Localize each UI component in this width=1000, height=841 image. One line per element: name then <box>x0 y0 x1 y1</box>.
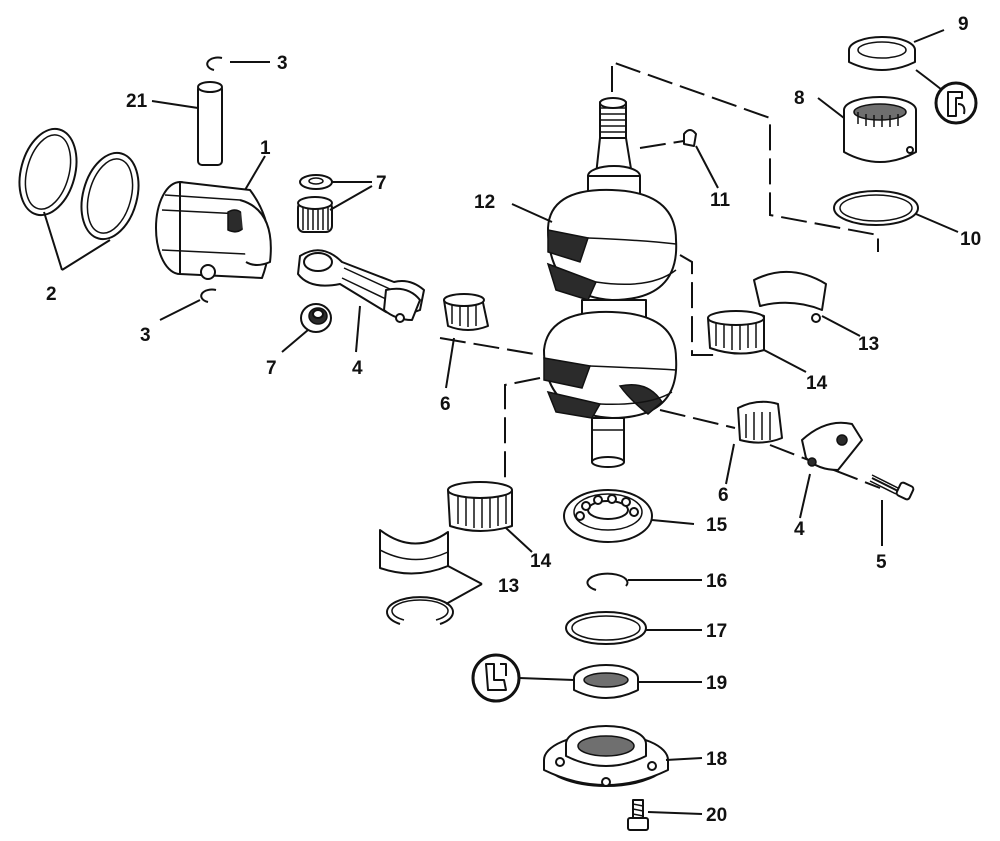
part-label: 12 <box>474 192 495 213</box>
part-label: 11 <box>710 190 731 211</box>
o-ring <box>833 190 919 226</box>
part-label: 20 <box>706 805 727 826</box>
part-label: 8 <box>794 88 805 109</box>
part-label: 10 <box>960 229 981 250</box>
connecting-rod <box>297 249 425 323</box>
piston-pin <box>197 81 223 166</box>
housing-screw <box>627 799 649 831</box>
part-label: 4 <box>352 358 363 379</box>
rod-cap-screw <box>869 474 915 501</box>
bearing-cage-left <box>443 293 489 331</box>
part-label: 6 <box>440 394 451 415</box>
bearing-cage-right <box>737 400 783 444</box>
bearing-half-upper <box>707 310 765 355</box>
part-label: 15 <box>706 515 728 536</box>
retaining-ring-bottom <box>200 288 217 303</box>
needle-bearing-small-end <box>297 196 333 233</box>
grease-gun-icon <box>934 81 978 125</box>
part-label: 5 <box>876 552 887 573</box>
roller-bearing <box>843 96 917 163</box>
o-ring-17 <box>565 611 647 645</box>
bearing-half-lower <box>447 481 513 532</box>
lower-bearing-housing <box>543 725 669 787</box>
part-label: 7 <box>376 173 387 194</box>
part-label: 3 <box>140 325 151 346</box>
sealant-tube-icon <box>471 653 521 703</box>
piston-rings <box>18 127 140 241</box>
piston <box>155 181 272 280</box>
retaining-ring-16 <box>586 572 629 591</box>
ball-bearing <box>563 489 653 543</box>
crankshaft <box>543 97 678 468</box>
thrust-washer-bottom <box>300 303 332 333</box>
snap-ring <box>386 596 454 625</box>
part-label: 18 <box>706 749 727 770</box>
connecting-rod-cap <box>801 421 863 471</box>
part-label: 13 <box>858 334 879 355</box>
part-label: 4 <box>794 519 805 540</box>
part-label: 13 <box>498 576 519 597</box>
part-label: 14 <box>806 373 828 394</box>
oil-seal <box>573 664 639 699</box>
seal-ring <box>848 36 916 71</box>
part-label: 3 <box>277 53 288 74</box>
leader-lines <box>43 29 959 815</box>
part-label: 14 <box>530 551 552 572</box>
part-label: 19 <box>706 673 727 694</box>
part-label: 21 <box>126 91 148 112</box>
part-labels: 3 21 1 2 3 7 7 4 6 8 9 10 11 12 13 14 6 … <box>46 14 981 826</box>
part-label: 2 <box>46 284 57 305</box>
thrust-washer-top <box>299 174 333 190</box>
retaining-ring-top <box>206 56 223 71</box>
part-label: 7 <box>266 358 277 379</box>
part-label: 6 <box>718 485 729 506</box>
bearing-retainer-upper <box>753 270 827 323</box>
woodruff-key <box>683 129 697 147</box>
part-label: 17 <box>706 621 727 642</box>
bearing-retainer-lower <box>379 529 449 575</box>
part-label: 16 <box>706 571 727 592</box>
part-label: 9 <box>958 14 969 35</box>
part-label: 1 <box>260 138 271 159</box>
